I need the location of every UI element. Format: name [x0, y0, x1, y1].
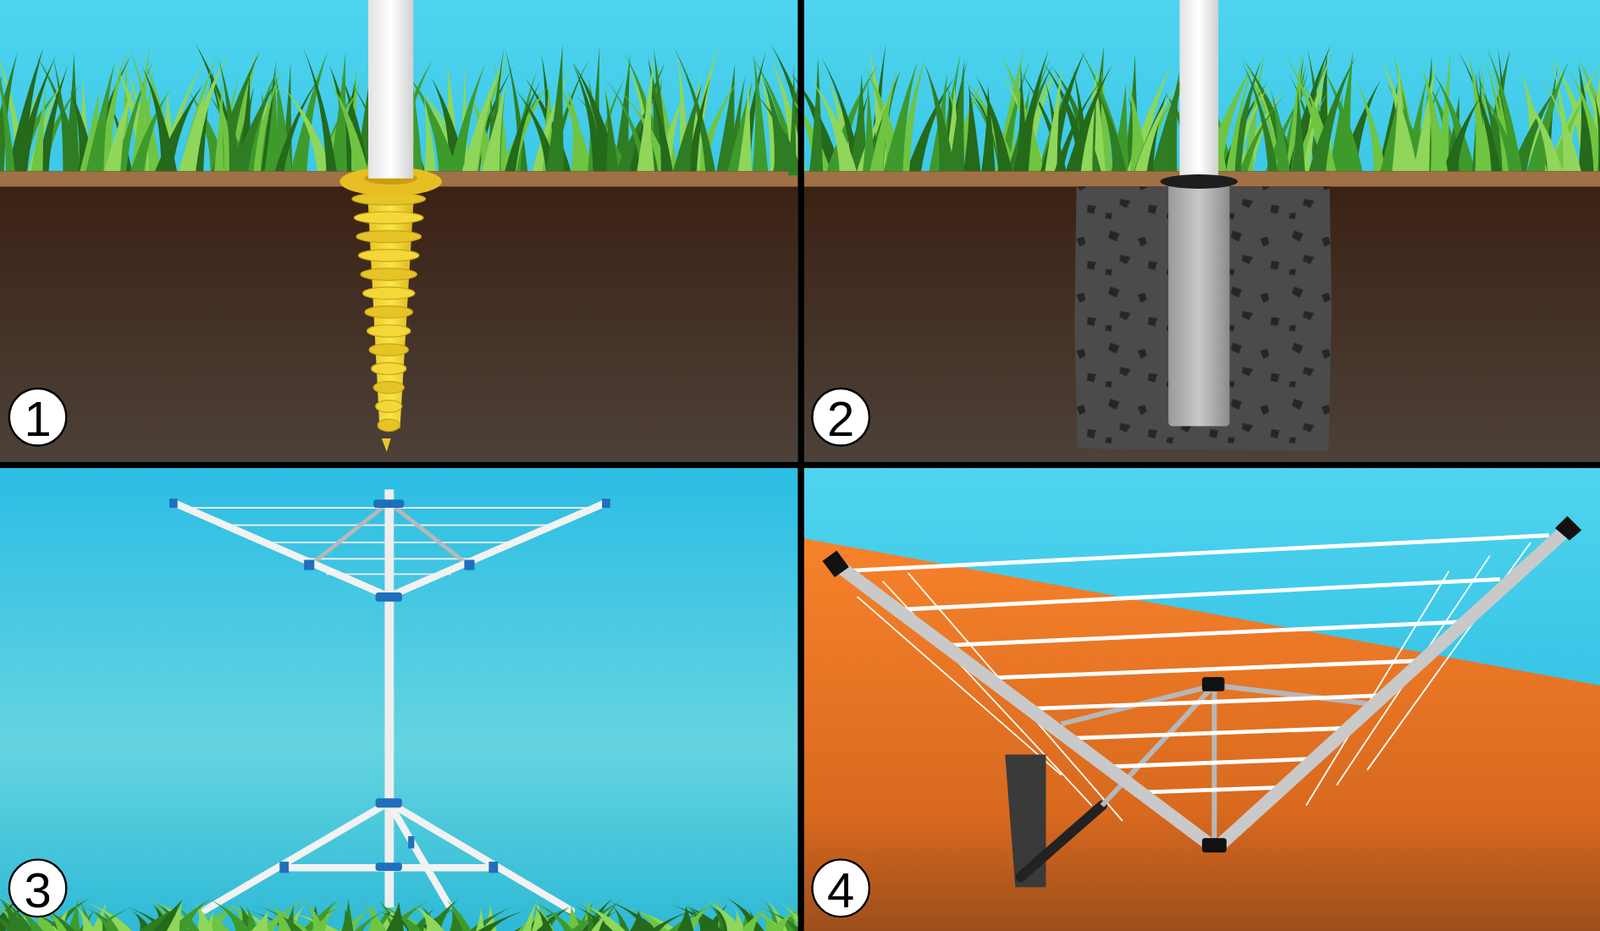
grass-blade: [868, 68, 899, 177]
grass-blade: [649, 85, 674, 176]
grass-blade: [1291, 88, 1306, 177]
grass-blade: [737, 81, 752, 176]
grass-blade: [474, 910, 527, 931]
callout-number: 4: [811, 861, 870, 920]
grass-blade: [1012, 49, 1049, 176]
grass-blade: [273, 72, 323, 176]
grass-blade: [676, 906, 696, 931]
grass-blade: [1391, 60, 1407, 176]
grass-blade: [726, 81, 752, 176]
grass-blade: [30, 85, 47, 176]
grass-blade: [303, 48, 338, 176]
grass-blade: [165, 900, 184, 931]
grass-blade: [248, 910, 268, 931]
grass-blade: [1594, 93, 1600, 176]
grass-blade: [1486, 47, 1523, 177]
grass-blade: [751, 53, 768, 176]
grass-blade: [671, 83, 702, 176]
grass-blade: [574, 906, 615, 931]
grass-blade: [545, 44, 564, 177]
grass-blade: [448, 909, 464, 931]
grass-blade: [1307, 59, 1356, 177]
grass-blade: [260, 902, 310, 931]
grass-blade: [526, 899, 575, 931]
grass-blade: [605, 85, 619, 177]
callout-number: 2: [811, 390, 870, 448]
grass-blade: [755, 93, 805, 176]
grass-blade: [503, 80, 541, 176]
grass-blade: [1440, 95, 1482, 176]
grass-blade: [1133, 82, 1178, 176]
callout-number: 1: [9, 390, 67, 448]
callout-number: 3: [9, 861, 67, 920]
grass-blade: [737, 908, 767, 931]
grass-blade: [84, 62, 115, 177]
grass-blade: [178, 80, 210, 176]
grass-blade: [1064, 65, 1113, 177]
grass-blade: [76, 906, 96, 931]
grass-blade: [572, 62, 607, 176]
grass-blade: [0, 50, 16, 176]
grass-blade: [1094, 86, 1128, 176]
grass-blade: [302, 899, 338, 931]
grass-blade: [460, 50, 509, 176]
grass-blade: [341, 899, 354, 931]
grass-blade: [924, 63, 956, 176]
grass-blade: [809, 55, 824, 176]
grass-blade: [522, 900, 538, 931]
grass-blade: [1077, 46, 1128, 176]
grass-blade: [981, 83, 996, 176]
grass-blade: [353, 909, 389, 931]
grass-blade: [624, 905, 670, 931]
grass-blade: [166, 899, 211, 931]
grass-blade: [636, 57, 655, 177]
grass-blade: [1538, 73, 1583, 176]
grass-blade: [152, 899, 184, 931]
grass-blade: [975, 75, 1013, 176]
grass-blade: [573, 62, 620, 176]
grass-blade: [209, 899, 254, 931]
grass-blade: [423, 94, 436, 177]
grass-blade: [1421, 65, 1449, 176]
grass-blade: [204, 910, 214, 931]
grass-blade: [1355, 79, 1387, 176]
grass-blade: [336, 910, 370, 931]
grass-blade: [628, 910, 648, 931]
grass-blade: [272, 904, 293, 931]
grass-blade: [706, 899, 745, 931]
grass-blade: [810, 77, 858, 176]
grass-blade: [218, 58, 242, 176]
grass-blade: [153, 84, 204, 177]
grass-blade: [760, 910, 781, 931]
grass-blade: [385, 902, 404, 931]
grass-blade: [604, 90, 618, 176]
grass-blade: [52, 55, 72, 176]
grass-blade: [308, 910, 334, 931]
grass-blade: [214, 73, 225, 176]
grass-blade: [962, 84, 982, 176]
grass-blade: [1241, 61, 1280, 176]
grass-blade: [480, 81, 508, 176]
grass-blade: [474, 908, 485, 931]
grass-blade: [590, 906, 615, 931]
grass-blade: [413, 904, 447, 931]
grass-blade: [1599, 75, 1600, 176]
